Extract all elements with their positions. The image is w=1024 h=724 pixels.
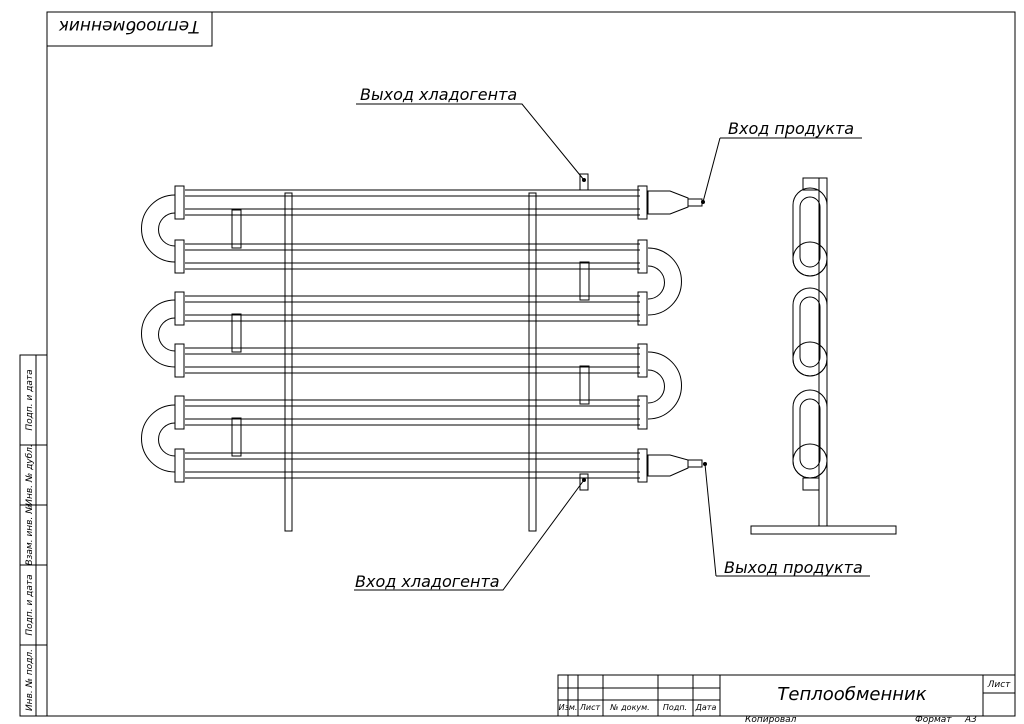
side-col-5: Инв. № подл. — [25, 649, 35, 711]
nozzles — [647, 190, 703, 477]
header-izm: Изм. — [559, 703, 578, 712]
couplings — [231, 209, 590, 457]
side-col-3: Взам. инв. № — [25, 504, 35, 565]
title-block — [557, 674, 1016, 717]
label-product-in: Вход продукта — [728, 119, 854, 138]
left-bends — [141, 194, 176, 473]
pipes — [185, 189, 640, 479]
header-list: Лист — [579, 703, 601, 712]
right-bends — [647, 247, 682, 420]
side-columns — [19, 354, 48, 717]
header-doc: № докум. — [609, 703, 649, 712]
label-product-out: Выход продукта — [724, 558, 863, 577]
leaders — [354, 103, 870, 591]
sheet-border — [46, 11, 1016, 717]
side-col-1: Подп. и дата — [25, 369, 35, 430]
format-label: Формат — [915, 715, 952, 724]
copied-label: Копировал — [745, 715, 797, 724]
side-col-4: Подп. и дата — [25, 574, 35, 635]
label-refrigerant-in: Вход хладогента — [355, 572, 500, 591]
header-sign: Подп. — [663, 703, 687, 712]
title-block-sheet-label: Лист — [987, 680, 1012, 690]
label-refrigerant-out: Выход хладогента — [360, 85, 517, 104]
refrigerant-outlet-pad — [579, 173, 589, 191]
heat-exchanger-front — [141, 173, 703, 532]
header-date: Дата — [695, 703, 717, 712]
format-value: A3 — [964, 715, 977, 724]
right-flanges — [637, 185, 648, 483]
top-stamp-box — [46, 11, 213, 47]
refrigerant-inlet-pad — [579, 473, 589, 491]
title-block-title: Теплообменник — [777, 684, 926, 705]
heat-exchanger-side — [750, 177, 897, 535]
side-col-2: Инв. № дубл. — [25, 444, 35, 506]
supports — [284, 192, 537, 532]
top-stamp-text: Теплообменник — [58, 16, 200, 36]
left-flanges — [174, 185, 185, 483]
